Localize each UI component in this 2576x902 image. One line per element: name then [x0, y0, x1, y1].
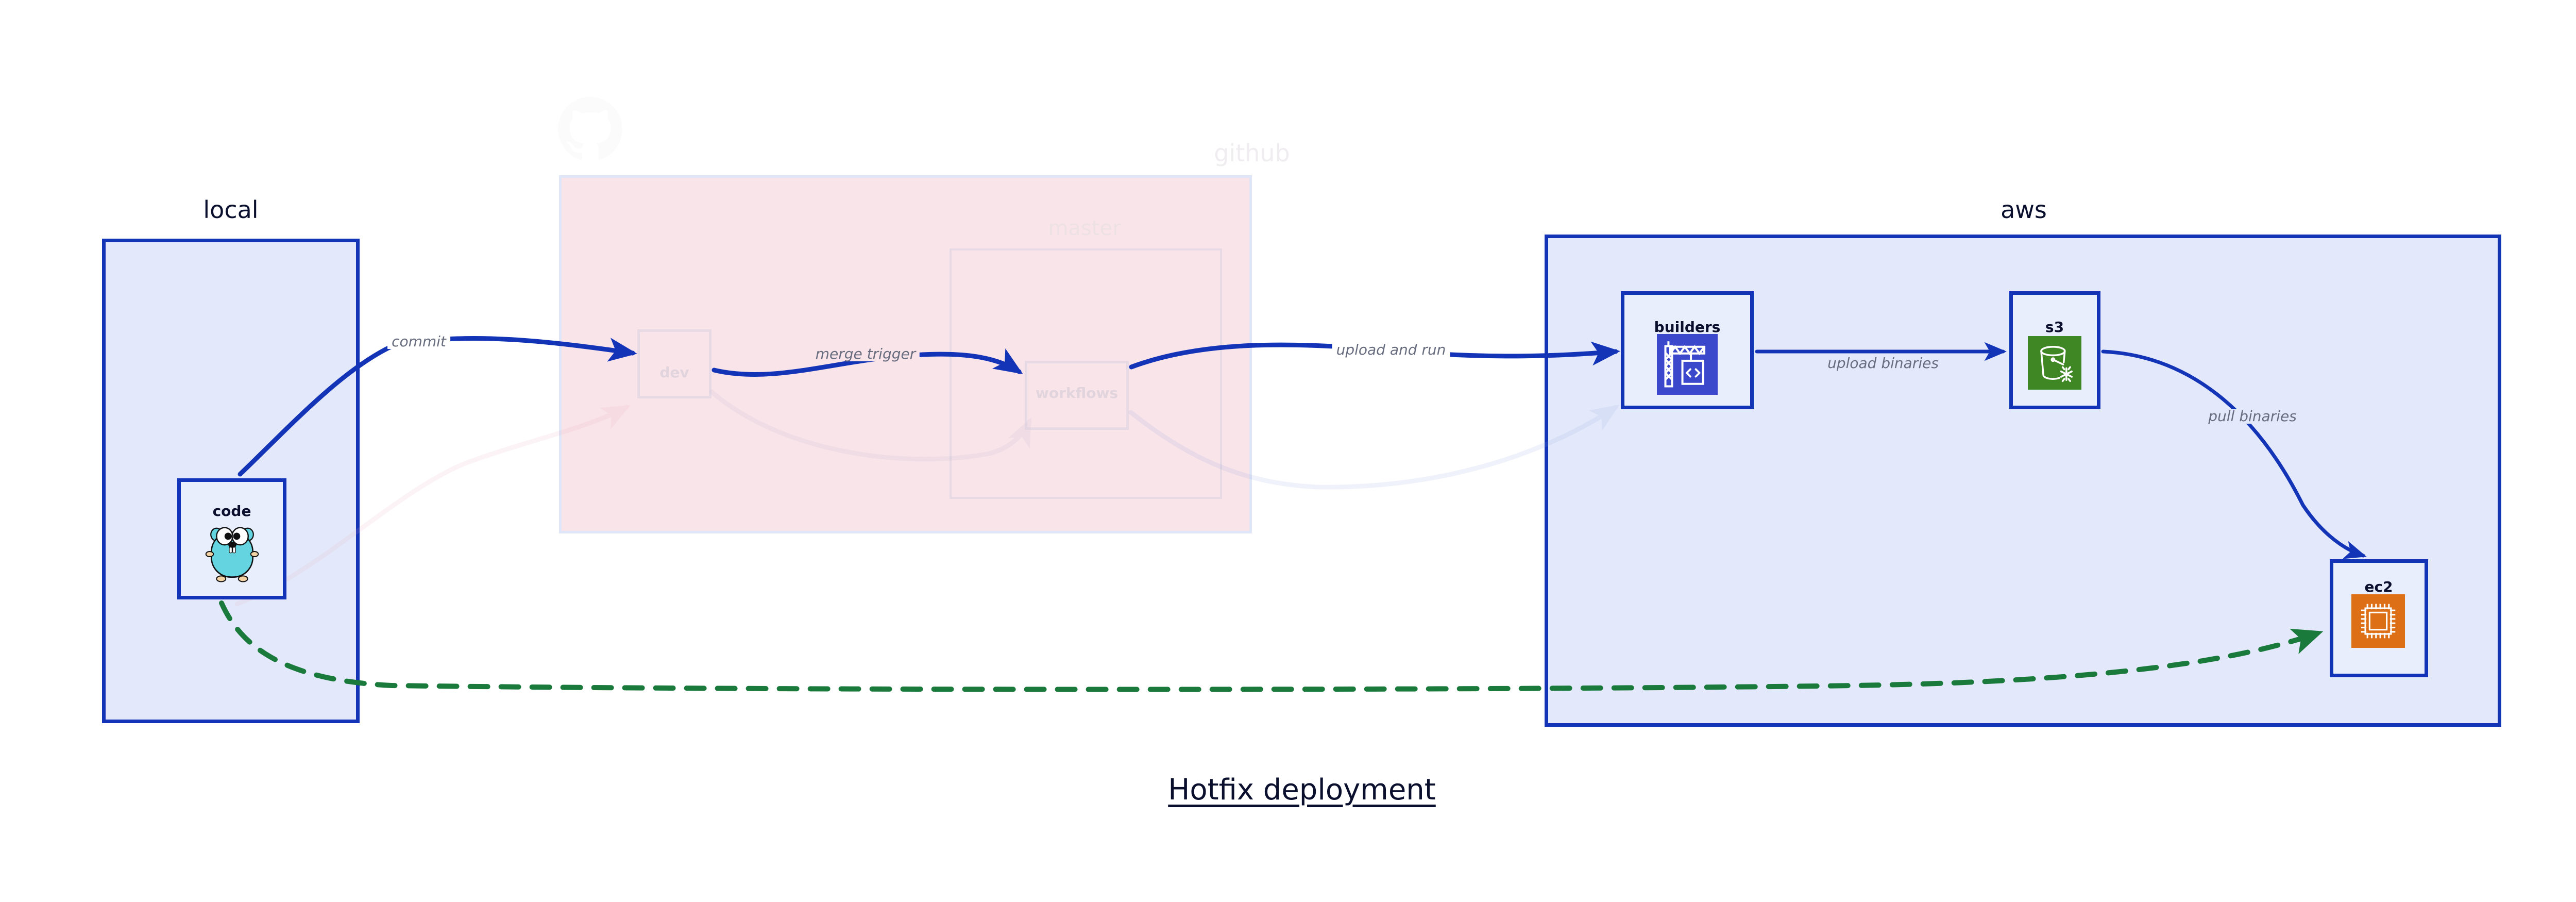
group-label-local: local	[203, 196, 259, 224]
edge-faded-dev-workflows	[709, 389, 1032, 462]
edge-faded-code-dev	[234, 405, 631, 607]
group-label-github: github	[1214, 139, 1290, 167]
node-workflows[interactable]	[1025, 361, 1129, 430]
node-label-s3: s3	[2045, 319, 2064, 336]
edge-hotfix-direct	[219, 600, 2324, 692]
edge-label-upload-binaries: upload binaries	[1823, 356, 1943, 371]
group-box-master	[950, 248, 1222, 499]
edge-faded-workflows-builders	[1128, 405, 1620, 490]
ec2-chip-icon	[2351, 594, 2405, 648]
node-label-workflows: workflows	[1035, 385, 1118, 402]
group-label-master: master	[1048, 216, 1121, 240]
node-label-code: code	[212, 503, 251, 520]
node-label-ec2: ec2	[2364, 578, 2393, 595]
github-octocat-icon	[558, 97, 622, 163]
edge-label-merge-trigger: merge trigger	[811, 347, 920, 361]
node-dev[interactable]	[637, 329, 711, 398]
edge-label-pull-binaries: pull binaries	[2204, 409, 2301, 424]
node-label-dev: dev	[659, 364, 689, 381]
edge-label-commit: commit	[387, 335, 450, 349]
edge-label-upload-and-run: upload and run	[1332, 343, 1450, 357]
group-label-aws: aws	[2001, 196, 2047, 224]
node-label-builders: builders	[1654, 319, 1721, 336]
go-gopher-icon	[202, 520, 262, 584]
diagram-title: Hotfix deployment	[1168, 773, 1436, 807]
edge-pull-binaries	[2101, 349, 2367, 559]
codebuild-crane-icon	[1654, 334, 1720, 395]
s3-bucket-icon	[2028, 336, 2081, 390]
